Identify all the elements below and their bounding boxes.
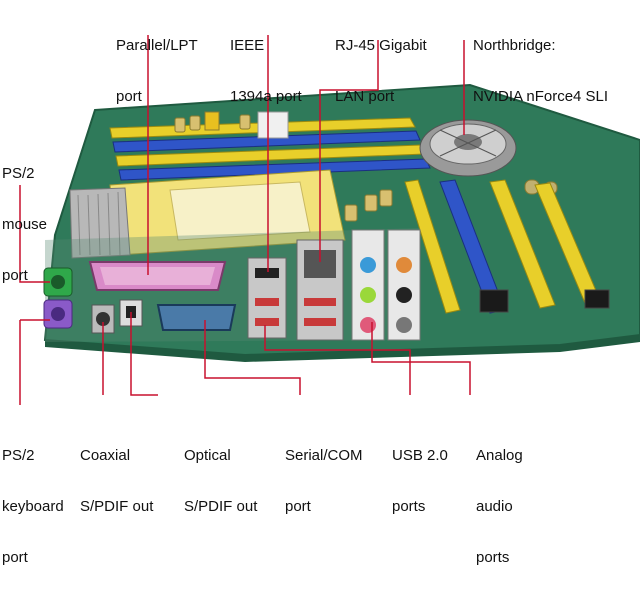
label-parallel-port: Parallel/LPT port	[116, 3, 198, 139]
motherboard-illustration	[19, 35, 640, 405]
label-analog-audio-ports: Analog audio ports	[476, 413, 523, 600]
label-coaxial-line2: S/PDIF out	[80, 498, 154, 515]
label-parallel-line2: port	[116, 88, 142, 105]
leader-ps2-mouse	[19, 185, 50, 283]
leader-usb	[264, 325, 411, 395]
label-serial-line1: Serial/COM	[285, 447, 363, 464]
cpu-socket-area	[69, 169, 346, 259]
label-optical-spdif: Optical S/PDIF out	[184, 413, 257, 549]
label-coaxial-spdif: Coaxial S/PDIF out	[80, 413, 153, 549]
label-ps2-mouse-line3: port	[2, 267, 28, 284]
label-usb-line2: ports	[392, 498, 426, 515]
label-optical-line2: S/PDIF out	[184, 498, 258, 515]
label-ieee-port: IEEE 1394a port	[230, 3, 302, 139]
leader-rj45	[319, 40, 379, 262]
label-coaxial-line1: Coaxial	[80, 447, 131, 464]
expansion-slots	[404, 179, 601, 314]
label-ps2-keyboard-line1: PS/2	[2, 447, 35, 464]
label-analog-line1: Analog	[476, 447, 523, 464]
motherboard-diagram: Parallel/LPT port IEEE 1394a port RJ-45 …	[2, 3, 640, 566]
label-rj45-line1: RJ-45 Gigabit	[335, 37, 427, 54]
atx-power-connector	[257, 111, 289, 139]
label-northbridge-line1: Northbridge:	[473, 37, 556, 54]
label-ieee-line1: IEEE	[230, 37, 265, 54]
capacitors	[174, 111, 558, 222]
label-optical-line1: Optical	[184, 447, 231, 464]
label-northbridge-line2: NVIDIA nForce4 SLI	[473, 88, 609, 105]
label-analog-line2: audio	[476, 498, 513, 515]
label-ps2-mouse-line1: PS/2	[2, 165, 35, 182]
leader-serial	[204, 320, 301, 395]
leader-analog	[371, 322, 471, 395]
label-ps2-keyboard-line3: port	[2, 549, 28, 566]
label-usb-ports: USB 2.0 ports	[392, 413, 448, 549]
label-analog-line3: ports	[476, 549, 510, 566]
label-serial-line2: port	[285, 498, 311, 515]
label-ps2-keyboard-line2: keyboard	[2, 498, 64, 515]
label-ps2-mouse-port: PS/2 mouse port	[2, 131, 47, 318]
label-rj45-line2: LAN port	[335, 88, 395, 105]
label-usb-line1: USB 2.0	[392, 447, 448, 464]
label-serial-port: Serial/COM port	[285, 413, 363, 549]
leader-lines	[19, 35, 471, 405]
leader-optical	[130, 312, 158, 396]
rear-io-panel	[43, 228, 421, 342]
label-northbridge: Northbridge: NVIDIA nForce4 SLI	[473, 3, 608, 139]
pcb-edge	[45, 335, 640, 362]
northbridge-fan	[419, 119, 517, 177]
label-ps2-keyboard-port: PS/2 keyboard port	[2, 413, 64, 600]
label-ieee-line2: 1394a port	[230, 88, 302, 105]
label-ps2-mouse-line2: mouse	[2, 216, 48, 233]
label-parallel-line1: Parallel/LPT	[116, 37, 198, 54]
label-rj45-port: RJ-45 Gigabit LAN port	[335, 3, 427, 139]
